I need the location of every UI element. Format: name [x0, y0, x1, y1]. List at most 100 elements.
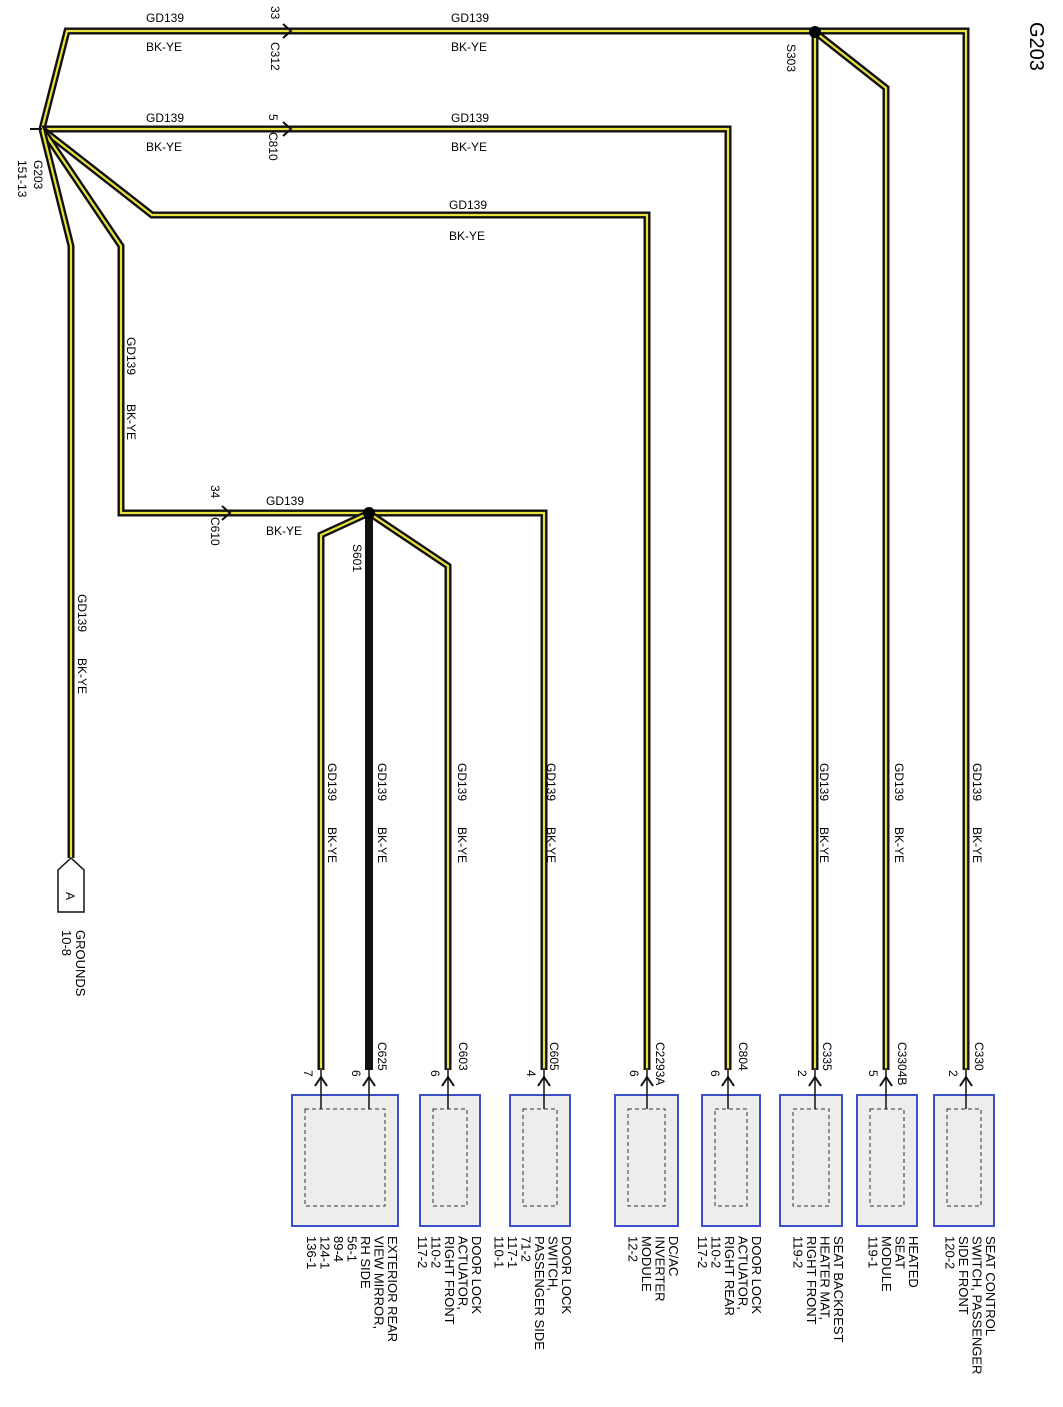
color-label: BK-YE — [146, 40, 182, 54]
component-inner-outline — [522, 1108, 558, 1207]
ground-ref-page: 10-8 — [59, 930, 74, 956]
circuit-label: GD139 — [124, 337, 138, 375]
circuit-label: GD139 — [451, 11, 489, 25]
ground-ref-label: 151-13 — [15, 160, 29, 198]
pin-arrow — [537, 1075, 551, 1087]
color-label: BK-YE — [892, 827, 906, 863]
component-detail: 117-2 — [695, 1236, 710, 1268]
connector-id: C605 — [547, 1042, 561, 1071]
splice-s601: S601 — [350, 507, 375, 572]
circuit-label: GD139 — [892, 763, 906, 801]
wire-label-c605: GD139 BK-YE — [544, 763, 558, 863]
circuit-label: GD139 — [451, 111, 489, 125]
circuit-label: GD139 — [970, 763, 984, 801]
wire-s303-to-c3304b — [812, 29, 890, 1070]
wire-label-c3304b: GD139 BK-YE — [892, 763, 906, 863]
component-detail: RIGHT FRONT — [804, 1236, 819, 1325]
component-inner-outline — [627, 1108, 666, 1207]
component-detail: RIGHT FRONT — [442, 1236, 457, 1325]
connector-id: C603 — [456, 1042, 470, 1071]
component-detail: 110-1 — [492, 1236, 507, 1268]
component-detail: SIDE FRONT — [956, 1236, 971, 1315]
component-detail: 117-1 — [505, 1236, 520, 1268]
component-name: DOOR LOCK — [559, 1236, 574, 1314]
circuit-label: GD139 — [146, 11, 184, 25]
wire-label-mirror-6: GD139 BK-YE — [375, 763, 389, 863]
splice-s303: S303 — [784, 26, 821, 72]
component-detail: ACTUATOR, — [456, 1236, 471, 1310]
color-label: BK-YE — [124, 404, 138, 440]
component-box — [779, 1094, 843, 1227]
connector-id: C2293A — [653, 1042, 667, 1085]
connector-id: C625 — [375, 1042, 389, 1071]
component-detail: 12-2 — [626, 1236, 641, 1262]
component-detail: MODULE — [639, 1236, 654, 1292]
pin-number: 2 — [795, 1070, 809, 1077]
component-inner-outline — [869, 1108, 905, 1207]
wire-label-mirror-7: GD139 BK-YE — [325, 763, 339, 863]
wire-label-top-left: GD139 BK-YE — [146, 11, 184, 54]
wire-label-branch-c610: GD139 BK-YE — [124, 337, 138, 440]
circuit-label: GD139 — [449, 198, 487, 212]
wire-harness — [38, 27, 970, 1070]
circuit-label: GD139 — [146, 111, 184, 125]
inline-connector-c610: 34 C610 — [208, 485, 232, 546]
color-label: BK-YE — [544, 827, 558, 863]
component-detail: 119-1 — [866, 1236, 881, 1268]
pin-label: 5 — [266, 114, 280, 121]
wire-ground-to-c610 — [39, 127, 369, 517]
component-name: HEATED — [906, 1236, 921, 1288]
component-inner-outline — [304, 1108, 386, 1207]
component-detail: MODULE — [879, 1236, 894, 1292]
component-detail: INVERTER — [653, 1236, 668, 1302]
wire-label-c810-right: GD139 BK-YE — [451, 111, 489, 154]
component-detail: 89-4 — [331, 1236, 346, 1262]
component-inner-outline — [432, 1108, 468, 1207]
component-detail: SEAT — [893, 1236, 908, 1269]
color-label: BK-YE — [375, 827, 389, 863]
color-label: BK-YE — [75, 658, 89, 694]
wire-label-c610: GD139 BK-YE — [266, 494, 304, 538]
component-inner-outline — [792, 1108, 830, 1207]
component-detail: 110-2 — [429, 1236, 444, 1268]
page-title: G203 — [1025, 22, 1047, 71]
pin-label: 34 — [208, 485, 222, 499]
component-box — [856, 1094, 918, 1227]
component-name: SEAT CONTROL — [983, 1236, 998, 1336]
pin-arrow — [959, 1075, 973, 1087]
wire-label-inverter: GD139 BK-YE — [449, 198, 487, 243]
component-detail: 110-2 — [709, 1236, 724, 1268]
component-inner-outline — [946, 1108, 982, 1207]
component-detail: PASSENGER SIDE — [532, 1236, 547, 1350]
ground-id-label: G203 — [31, 160, 45, 190]
connector-label: C610 — [208, 517, 222, 546]
component-box — [701, 1094, 761, 1227]
color-label: BK-YE — [146, 140, 182, 154]
component-detail: VIEW MIRROR, — [372, 1236, 387, 1329]
color-label: BK-YE — [266, 524, 302, 538]
ground-reference-a[interactable]: A GROUNDS 10-8 — [57, 856, 88, 997]
circuit-label: GD139 — [544, 763, 558, 801]
wire-label-c810-left: GD139 BK-YE — [146, 111, 184, 154]
pin-number: 5 — [866, 1070, 880, 1077]
wire-s601-to-c625-pin7 — [317, 509, 371, 1070]
connector-id: C335 — [820, 1042, 834, 1071]
wire-label-top-right: GD139 BK-YE — [451, 11, 489, 54]
connector-id: C3304B — [895, 1042, 909, 1085]
component-box — [614, 1094, 679, 1227]
component-detail: 120-2 — [943, 1236, 958, 1269]
wire-label-c335: GD139 BK-YE — [817, 763, 831, 863]
pin-number: 6 — [708, 1070, 722, 1077]
pin-label: 33 — [268, 6, 282, 20]
splice-label: S601 — [350, 544, 364, 572]
